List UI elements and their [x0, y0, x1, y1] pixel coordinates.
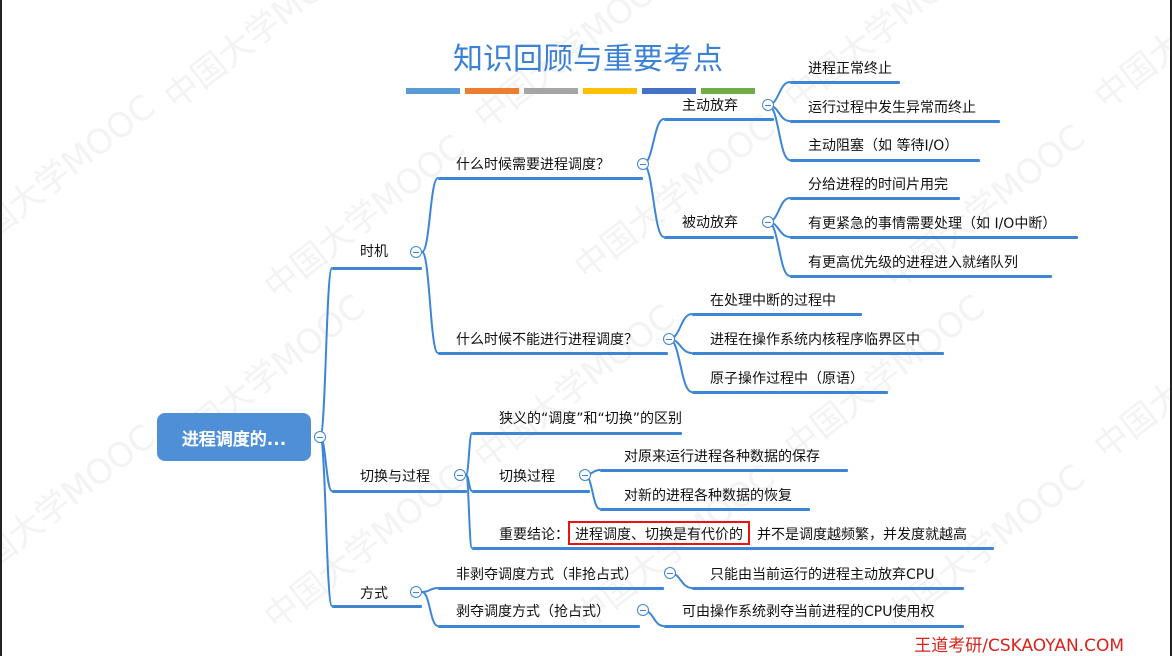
connector-needed-to-level3-1: [642, 118, 665, 165]
collapse-toggle-timing[interactable]: [410, 246, 422, 258]
collapse-toggle-when-needed[interactable]: [637, 158, 649, 170]
footer-brand: 王道考研/CSKAOYAN.COM: [914, 636, 1124, 656]
leaf-voluntary-3[interactable]: 主动阻塞（如 等待I/O）: [808, 138, 959, 154]
node-passive[interactable]: 被动放弃: [682, 215, 738, 231]
conclusion-highlight-box: [568, 521, 750, 545]
collapse-toggle-when-cannot[interactable]: [663, 333, 675, 345]
conclusion-highlight: 进程调度、切换是有代价的: [575, 527, 743, 543]
leaf-switch-save[interactable]: 对原来运行进程各种数据的保存: [624, 449, 820, 465]
underline-switch-process: [472, 490, 590, 493]
connector-switch-to-level2-3: [465, 474, 473, 549]
connector-switch-to-level2-1: [465, 432, 473, 476]
underline-passive-3: [790, 275, 1052, 278]
root-label: 进程调度的...: [181, 429, 287, 450]
title-bar-3: [524, 88, 578, 94]
node-timing[interactable]: 时机: [360, 244, 388, 260]
underline-voluntary-2: [790, 120, 1000, 123]
collapse-toggle-preemptive[interactable]: [637, 604, 649, 616]
leaf-cannot-1[interactable]: 在处理中断的过程中: [710, 293, 836, 309]
connector-timing-to-level2-1: [421, 177, 439, 253]
title-bar-5: [642, 88, 696, 94]
underline-when-needed: [438, 177, 643, 180]
leaf-passive-1[interactable]: 分给进程的时间片用完: [808, 177, 948, 193]
collapse-toggle-nonpreemptive[interactable]: [664, 567, 676, 579]
conclusion-rest: 并不是调度越频繁，并发度就越高: [757, 527, 967, 543]
connector-needed-to-level3-2: [642, 163, 665, 238]
underline-passive-1: [790, 197, 960, 200]
underline-switch: [332, 490, 467, 493]
underline-when-cannot: [438, 352, 668, 355]
underline-conclusion: [472, 547, 994, 550]
node-switch-process[interactable]: 切换过程: [499, 469, 555, 485]
title-bar-1: [406, 88, 460, 94]
node-nonpreemptive[interactable]: 非剥夺调度方式（非抢占式）: [456, 567, 638, 583]
underline-nonpreemptive-desc: [692, 587, 964, 590]
collapse-toggle-switch[interactable]: [454, 469, 466, 481]
leaf-nonpreemptive-desc[interactable]: 只能由当前运行的进程主动放弃CPU: [710, 567, 935, 583]
underline-timing: [332, 267, 422, 270]
underline-difference: [472, 432, 682, 435]
node-when-cannot[interactable]: 什么时候不能进行进程调度？: [456, 332, 638, 348]
connector-root-to-level1-1: [319, 267, 333, 438]
underline-voluntary-3: [790, 159, 980, 162]
title-bar-4: [583, 88, 637, 94]
underline-nonpreemptive: [438, 587, 664, 590]
node-when-needed[interactable]: 什么时候需要进程调度？: [456, 157, 610, 173]
leaf-preemptive-desc[interactable]: 可由操作系统剥夺当前进程的CPU使用权: [682, 604, 935, 620]
underline-passive: [664, 236, 774, 239]
collapse-toggle-modes[interactable]: [410, 586, 422, 598]
page-title: 知识回顾与重要考点: [453, 42, 723, 77]
leaf-passive-2[interactable]: 有更紧急的事情需要处理（如 I/O中断）: [808, 216, 1057, 232]
connector-root-to-level1-3: [319, 436, 333, 607]
underline-preemptive: [438, 625, 640, 628]
underline-voluntary: [664, 118, 774, 121]
leaf-switch-restore[interactable]: 对新的进程各种数据的恢复: [624, 488, 792, 504]
underline-cannot-3: [692, 391, 888, 394]
connector-modes-to-level2-2: [421, 591, 439, 627]
underline-switch-restore: [600, 508, 810, 511]
node-conclusion[interactable]: 重要结论： 进程调度、切换是有代价的并不是调度越频繁，并发度就越高: [499, 526, 967, 544]
leaf-passive-3[interactable]: 有更高优先级的进程进入就绪队列: [808, 255, 1018, 271]
underline-modes: [332, 605, 422, 608]
node-voluntary[interactable]: 主动放弃: [682, 98, 738, 114]
root-node[interactable]: 进程调度的...: [157, 413, 311, 461]
leaf-voluntary-1[interactable]: 进程正常终止: [808, 61, 892, 77]
title-bar-2: [465, 88, 519, 94]
collapse-toggle-voluntary[interactable]: [762, 99, 774, 111]
leaf-voluntary-2[interactable]: 运行过程中发生异常而终止: [808, 100, 976, 116]
underline-switch-save: [600, 469, 848, 472]
title-bar-6: [701, 88, 755, 94]
underline-cannot-1: [692, 313, 862, 316]
underline-voluntary-1: [790, 81, 900, 84]
underline-preemptive-desc: [664, 625, 964, 628]
underline-cannot-2: [692, 352, 944, 355]
collapse-toggle-passive[interactable]: [762, 216, 774, 228]
leaf-cannot-2[interactable]: 进程在操作系统内核程序临界区中: [710, 332, 920, 348]
conclusion-label: 重要结论：: [499, 527, 569, 543]
leaf-cannot-3[interactable]: 原子操作过程中（原语）: [710, 371, 864, 387]
node-modes[interactable]: 方式: [360, 586, 388, 602]
node-switch[interactable]: 切换与过程: [360, 469, 430, 485]
collapse-toggle-switch-process[interactable]: [579, 469, 591, 481]
node-preemptive[interactable]: 剥夺调度方式（抢占式）: [456, 604, 610, 620]
collapse-toggle-root[interactable]: [314, 431, 326, 443]
connector-timing-to-level2-2: [421, 251, 439, 354]
connector-modes-to-level2-1: [421, 587, 439, 593]
node-difference[interactable]: 狭义的“调度”和“切换”的区别: [499, 411, 683, 427]
underline-passive-2: [790, 236, 1078, 239]
